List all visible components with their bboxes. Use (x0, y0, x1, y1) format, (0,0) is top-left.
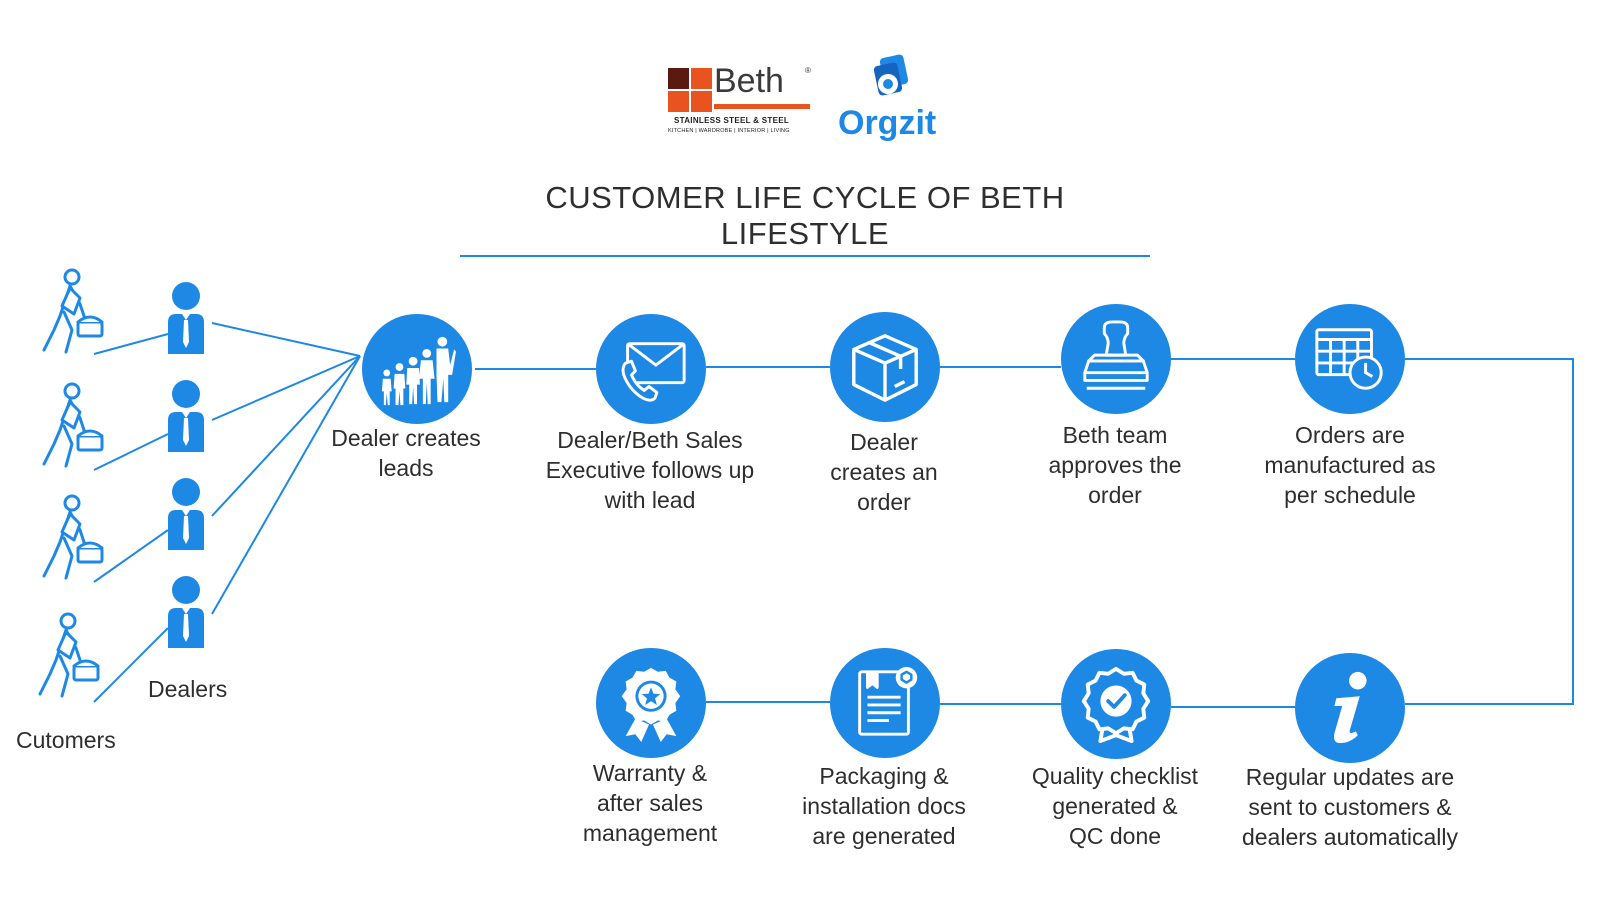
step-leads-circle (362, 314, 472, 424)
step-manufacture-circle (1295, 304, 1405, 414)
customer-icon (42, 268, 104, 354)
diagram-title: CUSTOMER LIFE CYCLE OF BETH LIFESTYLE (460, 180, 1150, 257)
step-approve-circle (1061, 304, 1171, 414)
step-follow-up-circle (596, 314, 706, 424)
calendar-clock-icon (1315, 328, 1383, 390)
step-docs-label: Packaging & installation docs are genera… (802, 763, 966, 849)
box-icon (852, 334, 918, 402)
step-quality-circle (1061, 649, 1171, 759)
dealer-icon (168, 576, 204, 648)
beth-logo-subtagline: KITCHEN | WARDROBE | INTERIOR | LIVING (668, 128, 790, 134)
customer-icon (38, 612, 100, 698)
beth-logo: Beth ® STAINLESS STEEL & STEEL KITCHEN |… (668, 62, 820, 142)
orgzit-logo-mark (873, 54, 909, 96)
step-follow-up-label: Dealer/Beth Sales Executive follows up w… (545, 427, 755, 513)
step-docs-circle (830, 648, 940, 758)
step-warranty-circle (596, 648, 706, 758)
orgzit-logo-word: Orgzit (838, 104, 937, 142)
crowd-icon (381, 336, 456, 406)
step-create-order-label: Dealer creates an order (830, 429, 938, 515)
customer-icon (42, 382, 104, 468)
dealer-icon (168, 282, 204, 354)
info-icon (1334, 671, 1367, 744)
step-updates-label: Regular updates are sent to customers & … (1241, 764, 1459, 850)
step-warranty-label: Warranty & after sales management (582, 760, 718, 846)
beth-logo-registered: ® (805, 66, 811, 75)
beth-logo-mark (668, 68, 712, 112)
quality-check-icon (1081, 666, 1151, 743)
step-updates-circle (1295, 653, 1405, 763)
step-quality-label: Quality checklist generated & QC done (1031, 763, 1199, 849)
dealers-label: Dealers (148, 676, 228, 702)
orgzit-logo: Orgzit (838, 54, 948, 144)
envelope-phone-icon (621, 342, 686, 402)
dealer-icon (168, 478, 204, 550)
document-icon (858, 666, 918, 736)
beth-logo-tagline: STAINLESS STEEL & STEEL (674, 116, 790, 125)
stamp-icon (1083, 320, 1149, 390)
beth-logo-bar (714, 104, 810, 109)
customers-label: Cutomers (16, 727, 116, 753)
step-manufacture-label: Orders are manufactured as per schedule (1264, 422, 1436, 508)
step-leads-label: Dealer creates leads (331, 425, 481, 481)
step-create-order-circle (830, 312, 940, 422)
award-ribbon-icon (621, 667, 681, 742)
beth-logo-word: Beth (714, 62, 784, 100)
step-approve-label: Beth team approves the order (1048, 422, 1182, 508)
customer-icon (42, 494, 104, 580)
dealer-icon (168, 380, 204, 452)
